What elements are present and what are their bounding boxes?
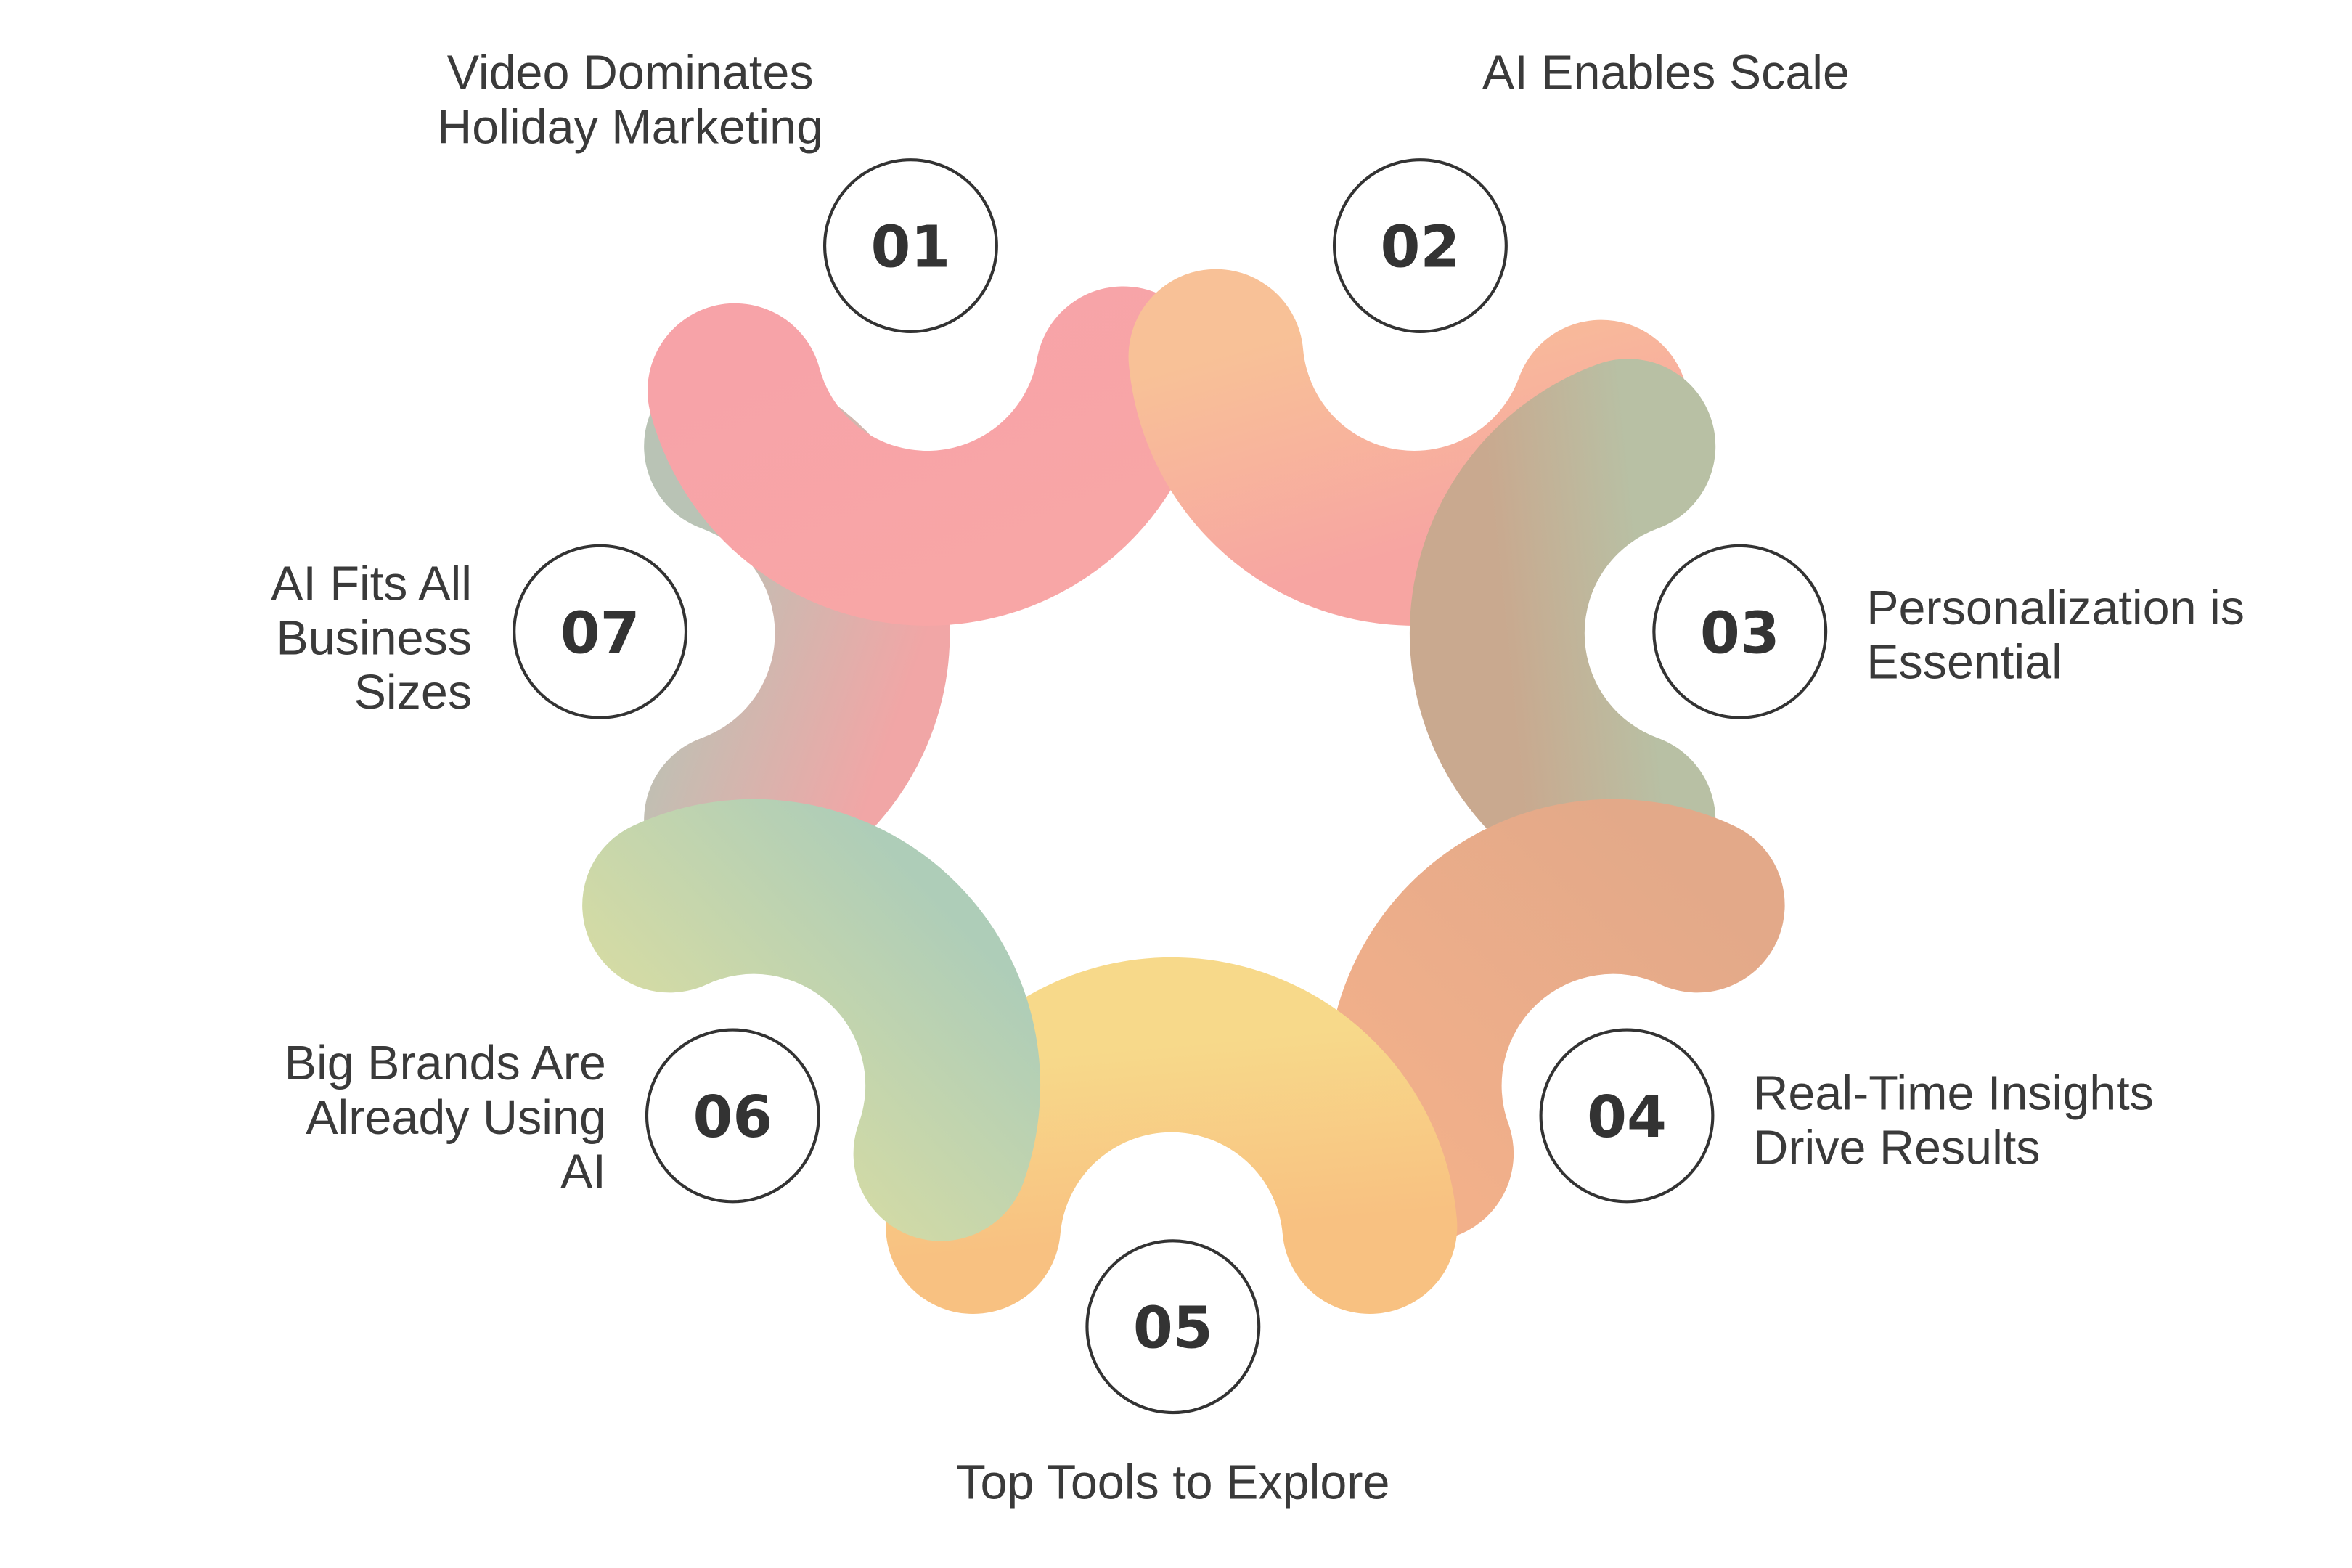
step-number: 07 <box>560 600 640 666</box>
step-label-line: AI <box>560 1146 606 1199</box>
step-number: 05 <box>1133 1295 1213 1362</box>
step-label-line: Personalization is <box>1866 581 2245 635</box>
step-label-line: Already Using <box>306 1091 606 1145</box>
step-number: 01 <box>871 214 951 281</box>
step-label-line: Big Brands Are <box>285 1037 606 1090</box>
arc-band-06 <box>582 799 1041 1241</box>
arc-band-03 <box>1409 359 1716 908</box>
step-label-line: Essential <box>1866 636 2062 690</box>
step-number-circle <box>1085 1239 1261 1415</box>
step-label-line: Top Tools to Explore <box>956 1455 1389 1509</box>
step-number-circle <box>645 1028 820 1204</box>
step-label-line: Drive Results <box>1753 1121 2040 1175</box>
step-number: 06 <box>693 1084 772 1151</box>
step-number: 02 <box>1381 214 1461 281</box>
arc-band-04 <box>1326 799 1785 1241</box>
step-label-line: AI Enables Scale <box>1482 46 1850 100</box>
step-number-circle <box>1652 544 1828 719</box>
step-number: 03 <box>1700 600 1780 666</box>
step-label-line: Video Dominates <box>447 46 814 100</box>
step-label-line: Business <box>276 611 472 665</box>
step-label-line: Holiday Marketing <box>437 100 823 154</box>
arc-bands <box>582 269 1785 1315</box>
step-label-line: Sizes <box>354 666 473 719</box>
step-number: 04 <box>1587 1084 1667 1151</box>
step-label-line: Real-Time Insights <box>1753 1067 2153 1121</box>
step-number-circle <box>822 158 998 333</box>
step-number-circle <box>1332 158 1508 333</box>
step-number-circle <box>1539 1028 1715 1204</box>
arc-band-01 <box>648 286 1211 626</box>
step-02: 02 AI Enables Scale <box>1332 46 1850 333</box>
step-number-circle <box>513 544 688 719</box>
step-label-line: AI Fits All <box>271 558 472 611</box>
